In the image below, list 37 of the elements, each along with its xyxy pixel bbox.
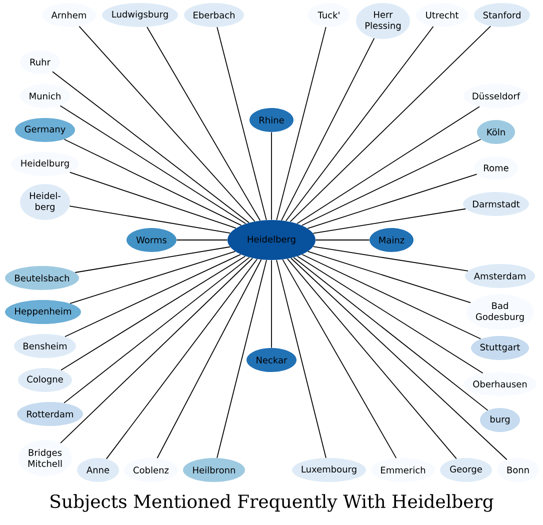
connector-line	[271, 260, 272, 348]
connector-line	[293, 257, 488, 411]
connector-line	[312, 208, 466, 234]
connector-line	[296, 106, 480, 224]
connector-line	[60, 105, 246, 224]
connector-line	[60, 258, 253, 444]
connector-line	[64, 138, 242, 226]
connector-line	[69, 206, 230, 234]
connector-line	[276, 260, 326, 458]
connector-line	[290, 26, 492, 222]
connector-line	[78, 26, 256, 222]
connector-line	[302, 138, 482, 226]
connector-line	[307, 251, 472, 304]
connector-line	[276, 26, 326, 220]
connector-line	[290, 258, 508, 460]
connector-line	[281, 38, 375, 221]
connector-line	[70, 251, 236, 304]
connector-line	[64, 257, 250, 404]
connector-line	[216, 26, 267, 220]
diagram-title: Subjects Mentioned Frequently With Heidelberg	[50, 494, 494, 512]
connector-line	[287, 258, 457, 460]
connector-line	[216, 260, 267, 458]
connector-line	[106, 258, 258, 460]
connector-line	[271, 132, 272, 220]
connector-line	[286, 26, 434, 222]
connector-line	[69, 172, 236, 228]
connector-line	[156, 259, 262, 459]
connector-line	[302, 254, 482, 340]
connector-line	[52, 71, 250, 224]
connector-line	[146, 26, 261, 221]
connector-line	[64, 254, 242, 338]
connector-line	[307, 174, 478, 229]
connector-line	[312, 246, 468, 272]
connector-line	[60, 256, 246, 371]
connector-line	[74, 246, 230, 273]
connector-line	[282, 259, 397, 459]
connector-line	[297, 256, 484, 374]
